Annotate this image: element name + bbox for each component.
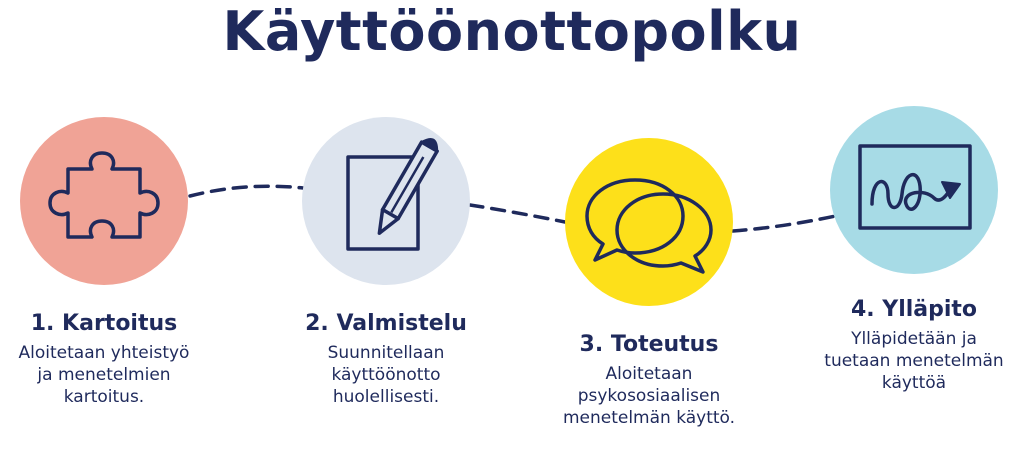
step-3: 3. Toteutus Aloitetaan psykososiaalisen … — [540, 331, 758, 429]
step-3-circle — [565, 138, 733, 306]
step-3-desc-line: menetelmän käyttö. — [562, 408, 736, 428]
step-2: 2. Valmistelu Suunnitellaan käyttöönotto… — [284, 310, 488, 408]
step-4-circle — [830, 106, 998, 274]
connector-3-4 — [731, 213, 842, 233]
step-3-title: 3. Toteutus — [579, 332, 719, 357]
step-1-description: Aloitetaan yhteistyö ja menetelmien kart… — [2, 342, 206, 408]
page-title: Käyttöönottopolku — [222, 0, 802, 63]
step-4-title: 4. Ylläpito — [850, 297, 978, 322]
scribble-arrow-icon — [858, 144, 972, 230]
connector-1-2 — [188, 184, 305, 198]
puzzle-piece-icon — [48, 151, 160, 239]
step-4-desc-line: käyttöä — [881, 373, 947, 393]
step-2-title: 2. Valmistelu — [305, 311, 467, 336]
step-2-circle — [302, 117, 470, 285]
step-4-desc-line: Ylläpidetään ja — [851, 329, 977, 349]
step-2-desc-line: Suunnitellaan — [327, 343, 445, 363]
step-4-description: Ylläpidetään ja tuetaan menetelmän käytt… — [803, 328, 1024, 394]
step-1-desc-line: Aloitetaan yhteistyö — [18, 343, 190, 363]
step-3-desc-line: psykososiaalisen — [577, 386, 721, 406]
step-2-description: Suunnitellaan käyttöönotto huolellisesti… — [284, 342, 488, 408]
step-1-desc-line: ja menetelmien — [37, 365, 171, 385]
pencil-paper-icon — [346, 137, 439, 251]
speech-bubbles-icon — [585, 178, 713, 274]
step-3-desc-line: Aloitetaan — [605, 364, 693, 384]
connector-2-3 — [468, 203, 567, 224]
step-2-desc-line: käyttöönotto — [331, 365, 441, 385]
step-1-circle — [20, 117, 188, 285]
step-3-description: Aloitetaan psykososiaalisen menetelmän k… — [540, 363, 758, 429]
step-1-desc-line: kartoitus. — [63, 387, 145, 407]
step-4: 4. Ylläpito Ylläpidetään ja tuetaan mene… — [803, 296, 1024, 394]
step-1: 1. Kartoitus Aloitetaan yhteistyö ja men… — [2, 310, 206, 408]
step-2-desc-line: huolellisesti. — [332, 387, 440, 407]
step-4-desc-line: tuetaan menetelmän — [824, 351, 1004, 371]
step-1-title: 1. Kartoitus — [30, 311, 178, 336]
